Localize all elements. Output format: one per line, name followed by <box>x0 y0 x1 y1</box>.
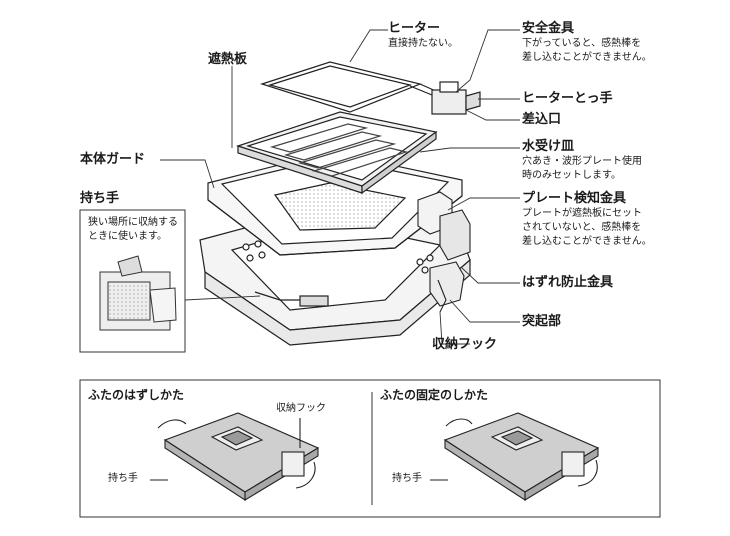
lid-fix-illustration <box>430 412 600 502</box>
safety-note-1: 下がっていると、感熱棒を <box>522 38 642 49</box>
fix-panel-title: ふたの固定のしかた <box>380 388 489 402</box>
heater-coil <box>260 61 481 115</box>
water-tray-note-1: 穴あき・波形プレート使用 <box>522 156 642 167</box>
plate-detect-note-3: 差し込むことができません。 <box>522 236 652 247</box>
remove-panel-title: ふたのはずしかた <box>88 388 185 402</box>
water-tray-label: 水受け皿 <box>522 139 575 154</box>
storage-hook-label: 収納フック <box>432 337 498 352</box>
handle-label: 持ち手 <box>80 191 120 206</box>
right-side-parts <box>417 191 471 313</box>
safety-note-2: 差し込むことができません。 <box>522 52 652 63</box>
heat-shield <box>236 111 438 195</box>
leader-lines <box>160 29 520 345</box>
remove-hook-label: 収納フック <box>276 403 326 414</box>
plate-detect-note-2: されていないと、感熱棒を <box>522 222 642 233</box>
inlet-label: 差込口 <box>522 112 562 127</box>
lid-remove-illustration <box>150 412 320 502</box>
heat-shield-label: 遮熱板 <box>208 52 248 67</box>
heater-note: 直接持たない。 <box>388 38 458 49</box>
handle-note-1: 狭い場所に収納する <box>88 217 178 228</box>
plate-detect-label: プレート検知金具 <box>522 191 627 206</box>
plate-detect-note-1: プレートが遮熱板にセット <box>522 208 642 219</box>
heater-handle-label: ヒーターとっ手 <box>522 91 613 106</box>
bottom-panels <box>79 379 661 518</box>
anti-slip-label: はずれ防止金具 <box>522 275 614 290</box>
heater-label: ヒーター <box>388 21 441 36</box>
remove-handle-label: 持ち手 <box>108 473 138 484</box>
handle-inset <box>79 209 186 353</box>
fix-handle-label: 持ち手 <box>392 473 422 484</box>
water-tray-note-2: 時のみセットします。 <box>522 170 621 181</box>
body-guard <box>207 151 463 256</box>
handle-note-2: ときに使います。 <box>88 231 167 242</box>
protrusion-label: 突起部 <box>522 314 562 329</box>
safety-label: 安全金具 <box>522 21 575 36</box>
body-guard-label: 本体ガード <box>80 152 146 167</box>
